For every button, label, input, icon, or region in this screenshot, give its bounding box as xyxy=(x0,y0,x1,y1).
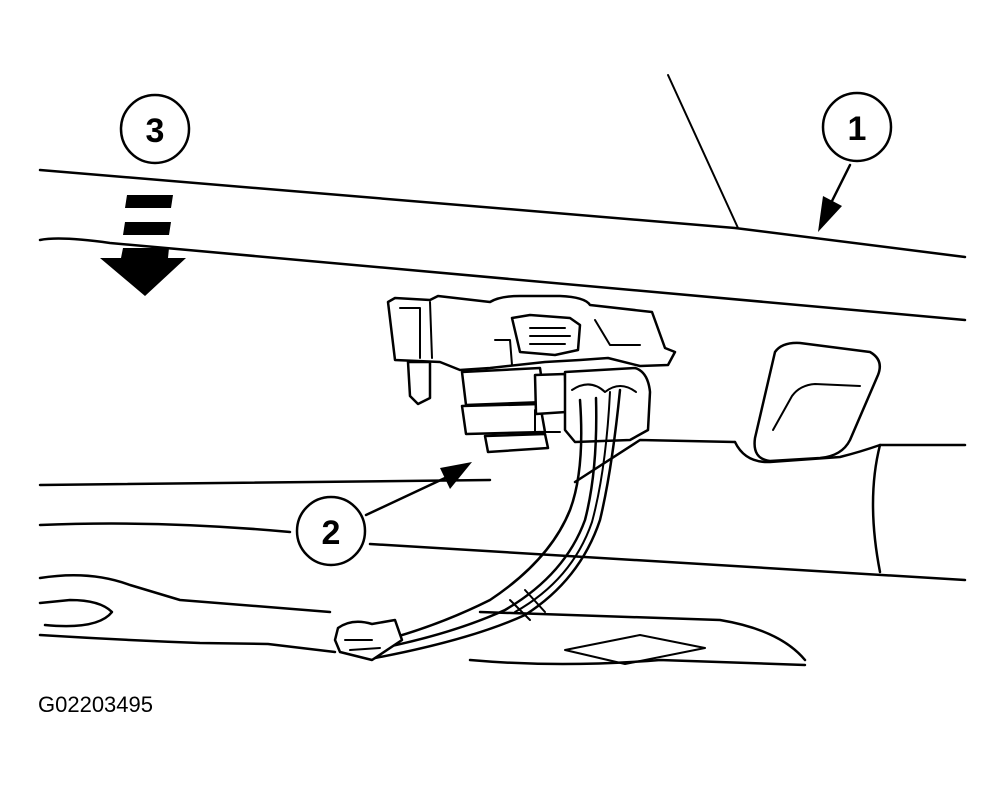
callout-1-number: 1 xyxy=(848,110,867,148)
callout-1-arrowhead-icon xyxy=(818,196,842,232)
callout-2-circle xyxy=(295,495,367,567)
wiring-harness xyxy=(333,388,622,662)
trim-panel-outline xyxy=(38,74,967,582)
lower-trim-outline xyxy=(38,574,807,667)
callout-1-circle xyxy=(821,91,893,163)
switch-assembly xyxy=(386,294,677,454)
callout-3: 3 xyxy=(119,93,191,165)
figure-id-label: G02203495 xyxy=(38,692,153,717)
dashed-down-arrow-icon xyxy=(100,195,186,296)
callout-1: 1 xyxy=(818,91,893,232)
pillar-trim xyxy=(733,341,967,574)
callout-2-number: 2 xyxy=(322,514,341,552)
callout-2: 2 xyxy=(295,462,472,567)
callout-2-arrowhead-icon xyxy=(440,462,472,489)
callout-3-number: 3 xyxy=(146,112,165,150)
callout-3-circle xyxy=(119,93,191,165)
